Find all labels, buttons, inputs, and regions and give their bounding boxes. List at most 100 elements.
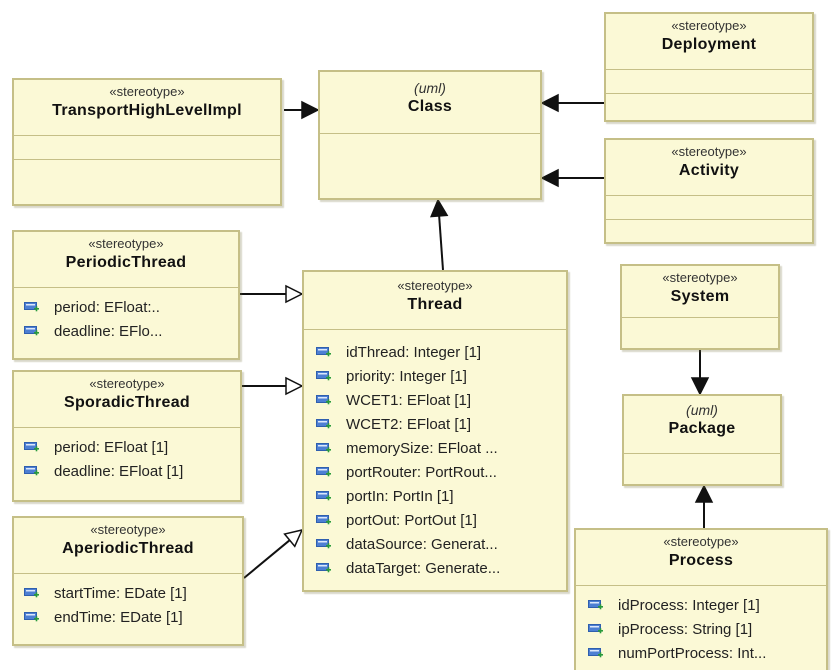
attribute-row[interactable]: idThread: Integer [1] (316, 340, 566, 364)
class-name: Package (668, 420, 736, 437)
attribute-row[interactable]: portIn: PortIn [1] (316, 484, 566, 508)
attribute-text: priority: Integer [1] (346, 367, 467, 385)
class-deployment[interactable]: «stereotype» Deployment (604, 12, 814, 122)
attribute-row[interactable]: dataTarget: Generate... (316, 556, 566, 580)
metaclass-label: (uml) (414, 80, 446, 96)
attribute-row[interactable]: startTime: EDate [1] (24, 581, 242, 605)
attribute-text: portOut: PortOut [1] (346, 511, 477, 529)
attribute-text: startTime: EDate [1] (54, 584, 187, 602)
attribute-compartment (14, 136, 280, 160)
attribute-icon (316, 514, 332, 526)
class-transport-high-level-impl[interactable]: «stereotype» TransportHighLevelImpl (12, 78, 282, 206)
attribute-icon (588, 647, 604, 659)
attribute-icon (588, 623, 604, 635)
attribute-text: deadline: EFlo... (54, 322, 163, 340)
extension-deployment-to-class-arrowhead (540, 93, 559, 113)
attribute-row[interactable]: memorySize: EFloat ... (316, 436, 566, 460)
attribute-compartment: idProcess: Integer [1] ipProcess: String… (576, 586, 826, 665)
attribute-row[interactable]: WCET2: EFloat [1] (316, 412, 566, 436)
class-name: SporadicThread (63, 394, 190, 411)
attribute-icon (316, 466, 332, 478)
class-header: «stereotype» Deployment (606, 14, 812, 70)
attribute-text: dataSource: Generat... (346, 535, 498, 553)
attribute-row[interactable]: dataSource: Generat... (316, 532, 566, 556)
attribute-icon (24, 465, 40, 477)
generalization-aperiodic-to-thread-arrowhead (283, 528, 304, 548)
class-header: «stereotype» AperiodicThread (14, 518, 242, 574)
attribute-icon (316, 442, 332, 454)
attribute-compartment (606, 196, 812, 220)
class-name: Activity (678, 162, 740, 179)
attribute-icon (316, 538, 332, 550)
attribute-icon (24, 611, 40, 623)
attribute-compartment: startTime: EDate [1] endTime: EDate [1] (14, 574, 242, 629)
attribute-text: WCET2: EFloat [1] (346, 415, 472, 433)
extension-process-to-package-arrowhead (694, 484, 714, 503)
attribute-row[interactable]: numPortProcess: Int... (588, 641, 826, 665)
attribute-row[interactable]: deadline: EFloat [1] (24, 459, 240, 483)
attribute-text: portRouter: PortRout... (346, 463, 497, 481)
class-periodic-thread[interactable]: «stereotype» PeriodicThread period: EFlo… (12, 230, 240, 360)
stereotype-label: «stereotype» (89, 376, 165, 391)
class-name: PeriodicThread (65, 254, 187, 271)
class-uml-class[interactable]: (uml) Class (318, 70, 542, 200)
attribute-icon (316, 346, 332, 358)
class-header: (uml) Class (320, 72, 540, 134)
metaclass-label: (uml) (686, 402, 718, 418)
class-header: «stereotype» Activity (606, 140, 812, 196)
class-header: «stereotype» Thread (304, 272, 566, 330)
stereotype-label: «stereotype» (671, 144, 747, 159)
class-activity[interactable]: «stereotype» Activity (604, 138, 814, 244)
class-header: «stereotype» SporadicThread (14, 372, 240, 428)
attribute-text: ipProcess: String [1] (618, 620, 753, 638)
stereotype-label: «stereotype» (90, 522, 166, 537)
attribute-icon (24, 441, 40, 453)
generalization-sporadic-to-thread-arrowhead (285, 376, 304, 396)
attribute-row[interactable]: deadline: EFlo... (24, 319, 238, 343)
attribute-row[interactable]: priority: Integer [1] (316, 364, 566, 388)
class-aperiodic-thread[interactable]: «stereotype» AperiodicThread startTime: … (12, 516, 244, 646)
attribute-icon (24, 587, 40, 599)
class-name: Deployment (661, 36, 757, 53)
attribute-text: period: EFloat [1] (54, 438, 169, 456)
class-system[interactable]: «stereotype» System (620, 264, 780, 350)
class-name: Thread (407, 296, 463, 313)
attribute-text: portIn: PortIn [1] (346, 487, 454, 505)
stereotype-label: «stereotype» (109, 84, 185, 99)
extension-activity-to-class-arrowhead (540, 168, 559, 188)
attribute-compartment: idThread: Integer [1] priority: Integer … (304, 330, 566, 580)
attribute-compartment: period: EFloat:.. deadline: EFlo... (14, 288, 238, 343)
class-header: (uml) Package (624, 396, 780, 454)
attribute-row[interactable]: endTime: EDate [1] (24, 605, 242, 629)
stereotype-label: «stereotype» (397, 278, 473, 293)
attribute-text: WCET1: EFloat [1] (346, 391, 472, 409)
attribute-text: period: EFloat:.. (54, 298, 160, 316)
stereotype-label: «stereotype» (88, 236, 164, 251)
extension-transport-to-class-arrowhead (301, 100, 320, 120)
class-header: «stereotype» Process (576, 530, 826, 586)
attribute-text: numPortProcess: Int... (618, 644, 767, 662)
generalization-periodic-to-thread-arrowhead (285, 284, 304, 304)
class-process[interactable]: «stereotype» Process idProcess: Integer … (574, 528, 828, 670)
attribute-row[interactable]: period: EFloat:.. (24, 295, 238, 319)
attribute-row[interactable]: WCET1: EFloat [1] (316, 388, 566, 412)
attribute-row[interactable]: portRouter: PortRout... (316, 460, 566, 484)
class-name: TransportHighLevelImpl (52, 102, 242, 119)
attribute-text: idProcess: Integer [1] (618, 596, 760, 614)
class-thread[interactable]: «stereotype» Thread idThread: Integer [1… (302, 270, 568, 592)
extension-system-to-package-arrowhead (690, 377, 710, 396)
generalization-aperiodic-to-thread (243, 539, 291, 579)
class-name: Process (668, 552, 734, 569)
class-uml-package[interactable]: (uml) Package (622, 394, 782, 486)
attribute-row[interactable]: ipProcess: String [1] (588, 617, 826, 641)
attribute-row[interactable]: period: EFloat [1] (24, 435, 240, 459)
attribute-icon (316, 562, 332, 574)
attribute-row[interactable]: portOut: PortOut [1] (316, 508, 566, 532)
class-name: System (670, 288, 730, 305)
attribute-row[interactable]: idProcess: Integer [1] (588, 593, 826, 617)
class-sporadic-thread[interactable]: «stereotype» SporadicThread period: EFlo… (12, 370, 242, 502)
attribute-icon (316, 418, 332, 430)
attribute-compartment: period: EFloat [1] deadline: EFloat [1] (14, 428, 240, 483)
attribute-compartment (606, 70, 812, 94)
